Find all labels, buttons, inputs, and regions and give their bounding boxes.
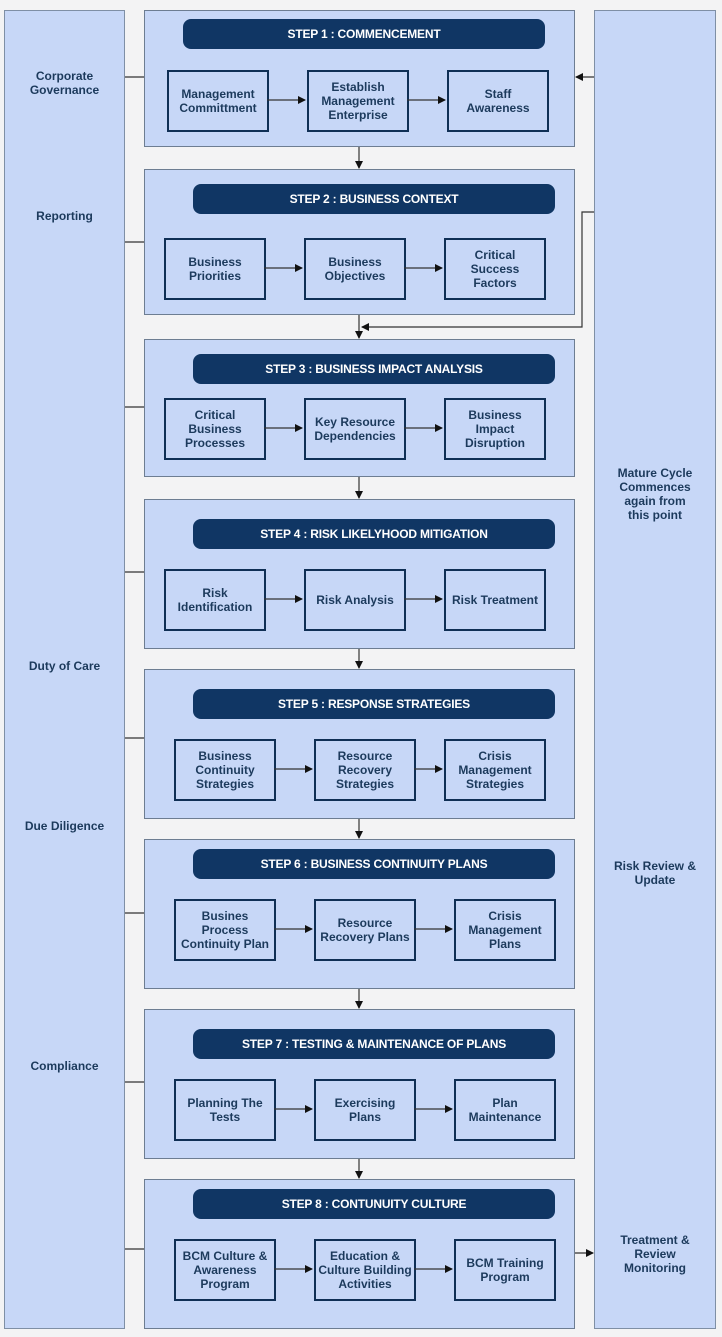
step-8-title: STEP 8 : CONTUNUITY CULTURE (193, 1189, 555, 1219)
label-duty-of-care: Duty of Care (28, 659, 101, 673)
step-8-box-3: BCM Training Program (454, 1239, 556, 1301)
step-4-panel: STEP 4 : RISK LIKELYHOOD MITIGATION Risk… (144, 499, 575, 649)
right-column (594, 10, 716, 1329)
step-7-panel: STEP 7 : TESTING & MAINTENANCE OF PLANS … (144, 1009, 575, 1159)
step-6-box-2: Resource Recovery Plans (314, 899, 416, 961)
step-6-title: STEP 6 : BUSINESS CONTINUITY PLANS (193, 849, 555, 879)
step-7-box-3: Plan Maintenance (454, 1079, 556, 1141)
step-5-box-2: Resource Recovery Strategies (314, 739, 416, 801)
step-2-panel: STEP 2 : BUSINESS CONTEXT Business Prior… (144, 169, 575, 315)
label-risk-review: Risk Review & Update (613, 859, 697, 887)
step-5-panel: STEP 5 : RESPONSE STRATEGIES Business Co… (144, 669, 575, 819)
step-4-box-3: Risk Treatment (444, 569, 546, 631)
label-mature-cycle: Mature Cycle Commences again from this p… (617, 466, 693, 522)
step-8-box-1: BCM Culture & Awareness Program (174, 1239, 276, 1301)
step-5-box-1: Business Continuity Strategies (174, 739, 276, 801)
step-6-box-1: Busines Process Continuity Plan (174, 899, 276, 961)
step-6-box-3: Crisis Management Plans (454, 899, 556, 961)
step-3-box-3: Business Impact Disruption (444, 398, 546, 460)
step-2-box-1: Business Priorities (164, 238, 266, 300)
label-reporting: Reporting (36, 209, 93, 223)
step-3-panel: STEP 3 : BUSINESS IMPACT ANALYSIS Critic… (144, 339, 575, 477)
step-5-title: STEP 5 : RESPONSE STRATEGIES (193, 689, 555, 719)
step-1-box-3: Staff Awareness (447, 70, 549, 132)
step-2-box-3: Critical Success Factors (444, 238, 546, 300)
step-4-box-2: Risk Analysis (304, 569, 406, 631)
label-compliance: Compliance (30, 1059, 99, 1073)
step-1-panel: STEP 1 : COMMENCEMENT Management Committ… (144, 10, 575, 147)
step-7-title: STEP 7 : TESTING & MAINTENANCE OF PLANS (193, 1029, 555, 1059)
step-3-box-2: Key Resource Dependencies (304, 398, 406, 460)
step-3-box-1: Critical Business Processes (164, 398, 266, 460)
step-1-box-1: Management Committment (167, 70, 269, 132)
step-2-box-2: Business Objectives (304, 238, 406, 300)
step-1-box-2: Establish Management Enterprise (307, 70, 409, 132)
step-1-title: STEP 1 : COMMENCEMENT (183, 19, 545, 49)
step-6-panel: STEP 6 : BUSINESS CONTINUITY PLANS Busin… (144, 839, 575, 989)
step-3-title: STEP 3 : BUSINESS IMPACT ANALYSIS (193, 354, 555, 384)
step-7-box-2: Exercising Plans (314, 1079, 416, 1141)
label-corporate-governance: Corporate Governance (29, 69, 100, 97)
step-5-box-3: Crisis Management Strategies (444, 739, 546, 801)
step-8-panel: STEP 8 : CONTUNUITY CULTURE BCM Culture … (144, 1179, 575, 1329)
label-due-diligence: Due Diligence (24, 819, 105, 833)
step-8-box-2: Education & Culture Building Activities (314, 1239, 416, 1301)
step-4-title: STEP 4 : RISK LIKELYHOOD MITIGATION (193, 519, 555, 549)
step-4-box-1: Risk Identification (164, 569, 266, 631)
label-treatment-review: Treatment & Review Monitoring (620, 1233, 690, 1275)
step-7-box-1: Planning The Tests (174, 1079, 276, 1141)
left-column (4, 10, 125, 1329)
step-2-title: STEP 2 : BUSINESS CONTEXT (193, 184, 555, 214)
